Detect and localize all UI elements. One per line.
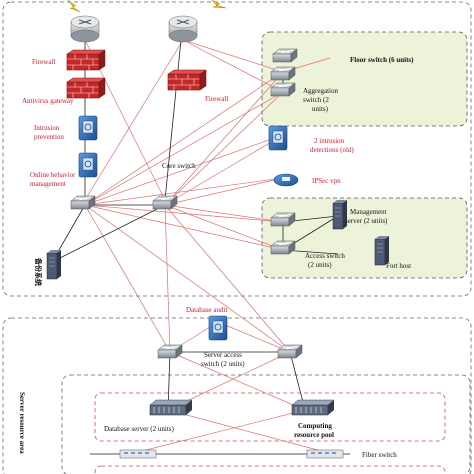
label-backup-system: 备份系统 <box>34 257 43 286</box>
server-resource-inner-box <box>61 374 471 474</box>
label-intrusion-detection-1: 2 intrusion <box>314 137 345 145</box>
switch-icon-core-right[interactable] <box>152 195 178 210</box>
label-fiber-switch: Fiber switch <box>362 451 397 459</box>
label-server-resource-area: Server resource area <box>18 392 26 454</box>
storage-server-icon-database[interactable] <box>149 399 193 416</box>
label-antivirus: Antivirus gateway <box>22 97 74 105</box>
label-management-server-1: Management <box>350 208 387 216</box>
label-online-behavior-2: management <box>30 180 66 188</box>
label-online-behavior-1: Online behavior <box>30 171 76 179</box>
label-database-audit: Database audit <box>186 306 227 314</box>
switch-icon-access-1[interactable] <box>270 212 296 227</box>
firewall-icon-left[interactable] <box>66 49 106 71</box>
green-zone-middle <box>261 197 468 279</box>
label-intrusion-prevention-1: Intrusion <box>34 124 60 132</box>
fiber-switch-icon-left[interactable] <box>119 449 157 459</box>
label-server-access-1: Server access <box>204 351 242 359</box>
server-red-box <box>94 392 446 442</box>
label-aggregation-1: Aggregation <box>303 87 338 95</box>
switch-icon-core-left[interactable] <box>70 195 96 210</box>
label-computing-pool-2: resource pool <box>294 431 334 439</box>
label-aggregation-3: units) <box>312 105 329 113</box>
internet-lightning-icon-left <box>67 0 81 13</box>
label-floor-switch: Floor switch (6 units) <box>350 56 414 64</box>
server-icon-fort-host[interactable] <box>374 235 390 266</box>
label-server-access-2: switch (2 units) <box>201 360 245 368</box>
security-appliance-icon-intrusion-detection[interactable] <box>268 125 288 151</box>
label-ipsec-vpn: IPSec vpn <box>312 177 341 185</box>
fiber-red-box <box>94 465 446 474</box>
label-intrusion-detection-2: detections (old) <box>310 146 354 154</box>
fiber-switch-icon-right[interactable] <box>306 449 344 459</box>
router-icon-center[interactable] <box>168 15 198 43</box>
label-fort-host: Fort host <box>386 262 411 270</box>
server-region-box <box>2 317 472 474</box>
internet-lightning-icon-right <box>211 0 227 9</box>
security-appliance-icon-database-audit[interactable] <box>208 315 228 341</box>
storage-server-icon-computing[interactable] <box>291 399 335 416</box>
label-database-server: Database server (2 units) <box>104 425 174 433</box>
label-management-server-2: server (2 units) <box>345 217 388 225</box>
label-computing-pool-1: Computing <box>298 422 332 430</box>
red-links <box>84 39 331 453</box>
label-core-switch: Core switch <box>162 162 196 170</box>
router-icon-left[interactable] <box>70 15 100 43</box>
core-region-box <box>2 1 472 297</box>
switch-icon-aggregation-2[interactable] <box>270 82 296 97</box>
firewall-icon-center[interactable] <box>167 69 207 91</box>
label-aggregation-2: switch (2 <box>303 96 329 104</box>
label-intrusion-prevention-2: prevention <box>34 133 64 141</box>
security-appliance-icon-online-behavior[interactable] <box>78 152 98 178</box>
vpn-icon[interactable] <box>273 173 299 187</box>
switch-icon-access-2[interactable] <box>270 240 296 255</box>
label-firewall-center: Firewall <box>205 95 228 103</box>
switch-icon-aggregation-1[interactable] <box>270 66 296 81</box>
label-access-switch-1: Access switch <box>305 252 345 260</box>
switch-icon-floor[interactable] <box>272 48 298 63</box>
label-access-switch-2: (2 units) <box>308 261 332 269</box>
switch-icon-server-access-right[interactable] <box>277 344 303 359</box>
label-firewall-left: Firewall <box>32 58 55 66</box>
firewall-icon-antivirus[interactable] <box>66 77 106 99</box>
server-icon-backup[interactable] <box>46 249 62 280</box>
switch-icon-server-access-left[interactable] <box>157 344 183 359</box>
security-appliance-icon-intrusion-prevention[interactable] <box>78 115 98 141</box>
green-zone-top <box>261 31 468 127</box>
